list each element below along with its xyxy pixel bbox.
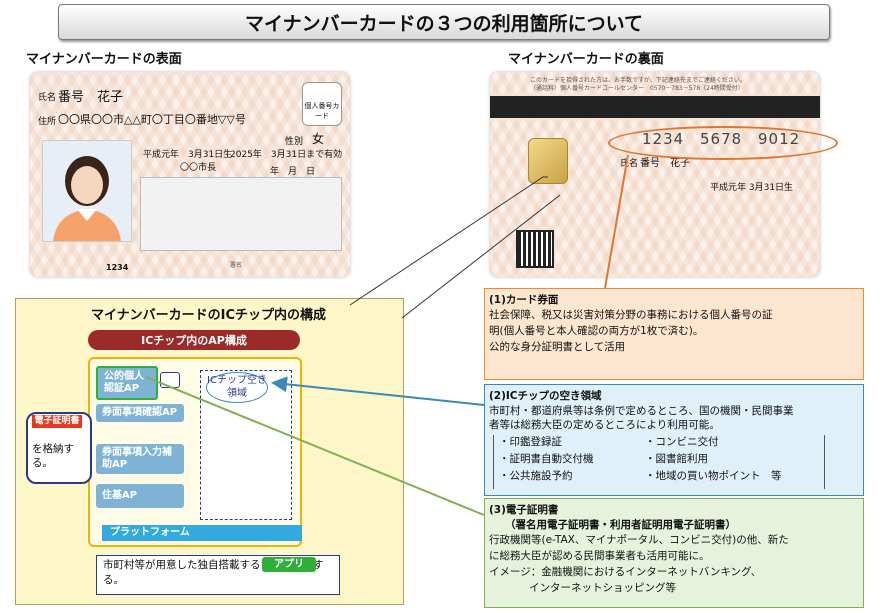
card-back: このカードを拾得された方は、お手数ですが、下記連絡先までご連絡ください。 （通話… (490, 72, 820, 277)
address-label: 住所 (38, 117, 57, 127)
name-label: 氏名 (38, 93, 57, 103)
expiry-date: 2025年 3月31日まで有効 (230, 150, 343, 160)
denshi-text: を格納する。 (32, 443, 74, 469)
holder-photo (42, 140, 132, 242)
card-front: 氏名 番号 花子 住所 〇〇県〇〇市△△町〇丁目〇番地▽▽号 個人番号カード 性… (30, 72, 350, 277)
box2-line2: 者等は総務大臣の定めるところにより利用可能。 (489, 419, 720, 431)
box3-title: (3)電子証明書 (489, 504, 559, 516)
info-box-free-area: (2)ICチップの空き領域 市町村・都道府県等は条例で定めるところ、国の機関・民… (484, 384, 864, 496)
ap-item-kenmen: 券面事項確認AP (96, 404, 184, 422)
box2-title: (2)ICチップの空き領域 (489, 390, 602, 402)
uses-bracket (493, 435, 825, 489)
card-serial: 1234 (106, 263, 129, 272)
ap-item-koteki: 公的個人認証AP (96, 366, 158, 400)
qr-code-icon (516, 230, 554, 268)
signature-label: 署名 (230, 262, 243, 269)
number-pointer (604, 154, 629, 289)
back-label: マイナンバーカードの裏面 (508, 52, 664, 67)
birth-date: 平成元年 3月31日生 (143, 150, 233, 160)
app-badge: アプリ (262, 557, 316, 572)
ic-chip-icon (528, 138, 568, 184)
free-area-pointer (271, 376, 485, 406)
date-blank: 年 月 日 (270, 167, 316, 177)
ap-header: ICチップ内のAP構成 (88, 330, 300, 350)
back-birth: 平成元年 3月31日生 (710, 183, 794, 193)
box3-subtitle: （署名用電子証明書・利用者証明用電子証明書） (505, 519, 736, 531)
box2-line1: 市町村・都道府県等は条例で定めるところ、国の機関・民間事業 (489, 405, 794, 417)
card-badge: 個人番号カード (302, 82, 342, 126)
front-label: マイナンバーカードの表面 (26, 52, 182, 67)
box3-line1: 行政機関等(e-TAX、マイナポータル、コンビニ交付)の他、新た (489, 534, 789, 546)
use-convenience: ・コンビニ交付 (645, 436, 719, 448)
box1-line3: 公的な身分証明書として活用 (489, 341, 626, 353)
use-inkan: ・印鑑登録証 (499, 436, 562, 448)
sex-label: 性別 (285, 137, 304, 147)
chip-zoom-line-2 (401, 194, 561, 319)
info-box-e-cert: (3)電子証明書 （署名用電子証明書・利用者証明用電子証明書） 行政機関等(e-… (484, 498, 864, 608)
ecert-pointer (145, 376, 485, 516)
structure-title: マイナンバーカードのICチップ内の構成 (90, 308, 327, 323)
free-area-label: ICチップ空き領域 (206, 372, 268, 403)
box3-line4: インターネットショッピング等 (529, 582, 676, 594)
chip-zoom-line-1 (349, 176, 548, 306)
signature-area (140, 177, 342, 251)
call-center: （通話料）個人番号カードコールセンター 0570－783－578（24時間受付） (530, 85, 744, 92)
page-title: マイナンバーカードの３つの利用箇所について (58, 4, 830, 40)
denshi-badge: 電子証明書 (32, 415, 82, 428)
box3-line2: に総務大臣が認める民間事業者も活用可能に。 (489, 550, 710, 562)
issuer: 〇〇市長 (180, 163, 217, 173)
holder-name: 番号 花子 (58, 90, 124, 105)
info-box-card-face: (1)カード券面 社会保障、税又は災害対策分野の事務における個人番号の証 明(個… (484, 288, 864, 380)
use-kiosk: ・証明書自動交付機 (499, 453, 594, 465)
box1-title: (1)カード券面 (489, 294, 559, 306)
use-facility: ・公共施設予約 (499, 470, 573, 482)
number-highlight (608, 126, 838, 160)
ap-item-nyuryoku: 券面事項入力補助AP (96, 444, 184, 474)
magnetic-stripe (490, 96, 820, 118)
back-holder-name: 番号 花子 (640, 158, 690, 169)
person-icon (53, 156, 121, 241)
ap-item-juki: 住基AP (96, 484, 184, 508)
box3-line3: イメージ：金融機関におけるインターネットバンキング、 (489, 566, 762, 578)
use-points: ・地域の買い物ポイント 等 (645, 470, 782, 482)
box1-line1: 社会保障、税又は災害対策分野の事務における個人番号の証 (489, 309, 773, 321)
box1-line2: 明(個人番号と本人確認の両方が1枚で済む)。 (489, 325, 704, 337)
back-name-label: 氏名 (620, 159, 639, 169)
sex-value: 女 (312, 132, 325, 146)
lost-notice: このカードを拾得された方は、お手数ですが、下記連絡先までご連絡ください。 (530, 77, 746, 84)
use-library: ・図書館利用 (645, 453, 708, 465)
platform-bar: プラットフォーム (102, 525, 302, 541)
holder-address: 〇〇県〇〇市△△町〇丁目〇番地▽▽号 (58, 113, 246, 126)
